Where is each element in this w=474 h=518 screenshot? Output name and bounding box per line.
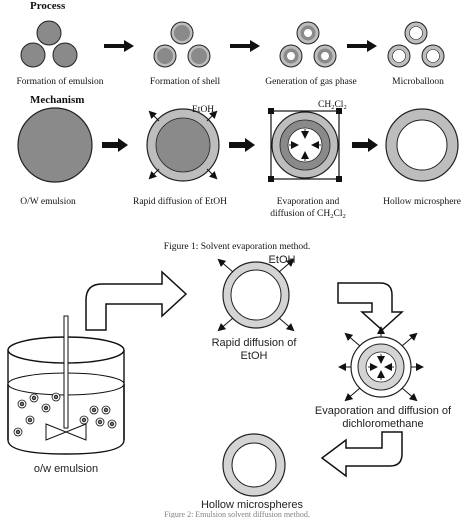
fig2-rapid-diffusion-label-1: Rapid diffusion of [212,337,298,349]
process-arrow-3 [347,40,377,52]
fig2-hollow-label: Hollow microspheres [201,499,304,511]
mechanism-section: Mechanism EtOH CH2Cl2 [17,94,461,220]
process-arrow-1 [104,40,134,52]
mechanism-arrow-1 [102,138,128,152]
fig2-etoh-label: EtOH [269,254,296,266]
ow-emulsion-droplet [17,107,93,183]
microballoons [387,21,445,68]
mechanism-label-3a: Evaporation and [277,197,340,207]
fig2-evaporation-label-2: dichloromethane [342,418,423,430]
process-label-4: Microballoon [392,77,444,87]
figure1-caption: Figure 1: Solvent evaporation method. [164,242,310,252]
mechanism-arrow-2 [229,138,255,152]
shell-droplets [153,21,211,68]
etoh-label: EtOH [192,105,214,115]
process-label-1: Formation of emulsion [16,76,103,87]
curved-arrow-up-right [85,270,188,331]
process-label-2: Formation of shell [150,76,221,87]
emulsion-droplets [20,20,78,68]
fig2-hollow-microsphere [222,433,286,497]
ch2cl2-evaporation-droplet [268,108,342,182]
mechanism-label-1: O/W emulsion [20,197,76,207]
fig2-evaporation-droplet [338,326,424,402]
mechanism-label-4: Hollow microsphere [383,197,461,207]
process-heading: Process [30,0,66,12]
hollow-microsphere [385,108,459,182]
fig2-evaporation-label-1: Evaporation and diffusion of [315,405,452,417]
curved-arrow-down-left [320,431,403,478]
process-arrow-2 [230,40,260,52]
mechanism-label-2: Rapid diffusion of EtOH [133,196,227,207]
ch2cl2-label: CH2Cl2 [318,100,347,111]
figure2-caption: Figure 2: Emulsion solvent diffusion met… [164,510,310,518]
process-section: Process [16,0,445,87]
fig2-etoh-droplet [217,258,295,332]
fig2-rapid-diffusion-label-2: EtOH [241,350,268,362]
figure2: EtOH Rapid diffusion of EtOH Evaporation… [7,254,452,518]
stirrer-rod [63,315,69,429]
beaker [7,315,125,455]
curved-arrow-down-right [337,282,404,332]
mechanism-label-3b: diffusion of CH2Cl2 [270,208,345,220]
stirrer-blade [45,423,87,441]
mechanism-arrow-3 [352,138,378,152]
gas-phase-droplets [279,21,337,68]
fig2-emulsion-label: o/w emulsion [34,463,98,475]
mechanism-heading: Mechanism [30,94,84,106]
process-label-3: Generation of gas phase [265,76,357,87]
etoh-diffusion-droplet [146,108,220,182]
